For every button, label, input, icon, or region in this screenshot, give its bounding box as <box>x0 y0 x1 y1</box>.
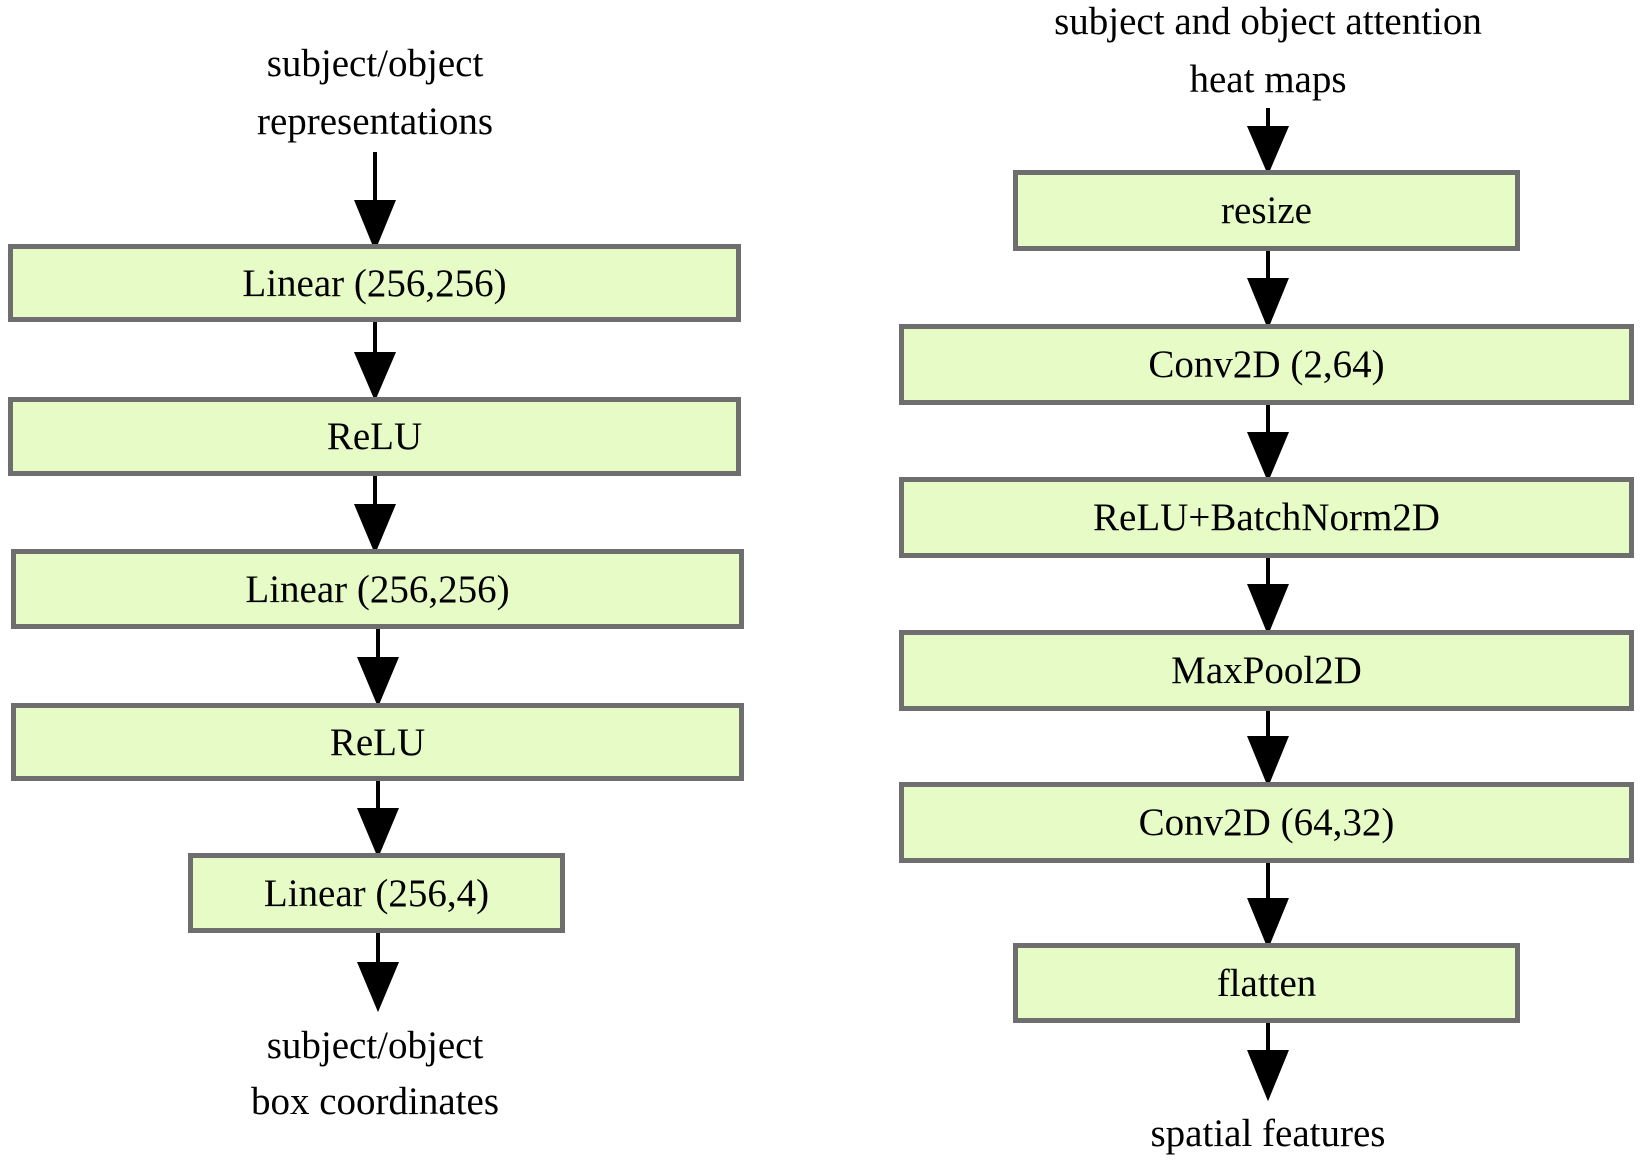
arrow-left-3 <box>356 628 400 708</box>
arrow-right-5 <box>1247 862 1289 950</box>
left-layer-relu-2: ReLU <box>11 703 744 781</box>
left-layer-linear-2: Linear (256,256) <box>11 549 744 629</box>
left-input-label-line1: subject/object <box>266 42 484 85</box>
arrow-right-input <box>1246 108 1290 176</box>
arrow-right-1 <box>1247 250 1289 330</box>
arrow-left-output <box>356 932 400 1013</box>
arrow-right-4 <box>1247 710 1289 788</box>
left-arrows <box>353 152 400 1013</box>
right-layer-relu-batchnorm: ReLU+BatchNorm2D <box>899 477 1634 558</box>
right-layer-flatten: flatten <box>1013 943 1520 1023</box>
right-layer-maxpool: MaxPool2D <box>899 630 1634 711</box>
arrow-right-output <box>1247 1022 1289 1102</box>
left-layer-linear-1: Linear (256,256) <box>8 244 741 322</box>
right-layer-resize: resize <box>1013 170 1520 251</box>
arrow-left-2 <box>353 475 397 555</box>
left-layer-linear-3: Linear (256,4) <box>188 853 565 933</box>
arrow-right-2 <box>1246 404 1290 483</box>
left-input-label-line2: representations <box>256 100 494 143</box>
arrow-left-input <box>354 152 396 252</box>
right-layer-conv2d-1: Conv2D (2,64) <box>899 324 1634 405</box>
arrow-left-1 <box>353 320 397 402</box>
left-output-label-line2: box coordinates <box>250 1080 499 1123</box>
left-layer-relu-1: ReLU <box>8 397 741 476</box>
right-input-label-line2: heat maps <box>1189 58 1347 101</box>
arrow-right-3 <box>1247 557 1289 636</box>
right-layer-conv2d-2: Conv2D (64,32) <box>899 782 1634 863</box>
left-output-label-line1: subject/object <box>266 1024 484 1067</box>
arrow-left-4 <box>356 780 400 859</box>
right-arrows <box>1246 108 1290 1102</box>
right-output-label: spatial features <box>1150 1112 1386 1155</box>
right-input-label-line1: subject and object attention <box>1054 0 1482 43</box>
